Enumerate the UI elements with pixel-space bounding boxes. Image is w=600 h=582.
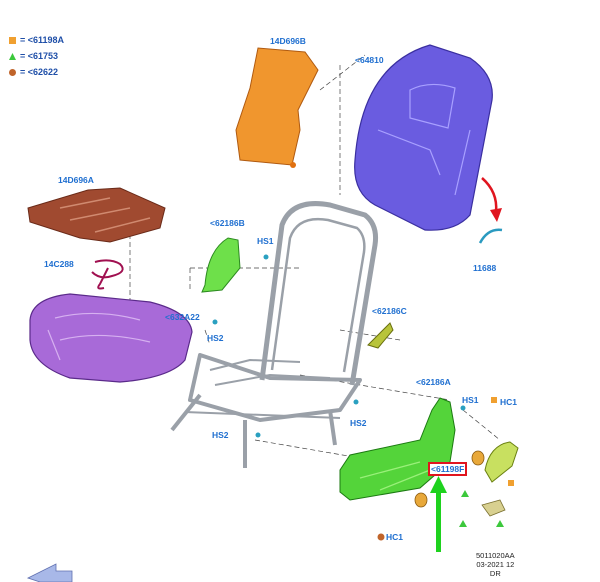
screw-marker <box>255 432 261 438</box>
screw-marker <box>460 405 466 411</box>
label-shield-b: <62186B <box>210 218 245 228</box>
label-clip: 11688 <box>473 263 497 273</box>
removal-arrow <box>481 177 498 213</box>
square-marker-icon <box>9 36 16 44</box>
backrest-pad <box>354 44 493 231</box>
cushion-heater-pattern <box>59 197 151 233</box>
label-wiring-harness: 14C288 <box>44 259 74 269</box>
back-heater-connector <box>290 162 296 168</box>
legend-row: = <61753 <box>8 48 64 64</box>
cushion-pad <box>29 293 193 383</box>
bezel-trim <box>481 499 506 517</box>
screw-marker <box>353 399 359 405</box>
triangle-marker <box>459 520 467 527</box>
screw-marker <box>263 254 269 260</box>
legend-text: = <61198A <box>20 35 65 45</box>
label-cushion-pad: <632A22 <box>165 312 200 322</box>
triangle-marker <box>496 520 504 527</box>
label-hc1-bottom: HC1 <box>386 532 404 542</box>
circle-marker-icon <box>9 68 16 76</box>
nav-arrow-icon <box>26 563 73 582</box>
document-reference: 5011020AA 03-2021 12 DR <box>476 551 515 578</box>
label-hs2-left: HS2 <box>207 333 224 343</box>
label-hs2-bottom: HS2 <box>212 430 229 440</box>
legend-row: = <61198A <box>8 32 64 48</box>
square-marker <box>508 480 514 486</box>
square-marker <box>491 397 497 403</box>
label-hs2-mid: HS2 <box>350 418 367 428</box>
legend: = <61198A = <61753 = <62622 <box>8 32 64 80</box>
legend-text: = <62622 <box>20 67 59 77</box>
side-trim <box>484 441 519 483</box>
label-hs1-top: HS1 <box>257 236 274 246</box>
label-shield-a: <62186A <box>416 377 451 387</box>
knob-upper <box>471 450 485 466</box>
doc-suffix: DR <box>489 569 501 578</box>
triangle-marker <box>461 490 469 497</box>
wiring-harness <box>91 259 124 290</box>
legend-text: = <61753 <box>20 51 59 61</box>
shield-a <box>339 397 456 501</box>
circle-marker <box>377 533 385 541</box>
doc-code: 5011020AA <box>476 551 515 560</box>
seat-frame <box>170 201 378 468</box>
indicator-arrow-shaft <box>436 490 441 552</box>
removal-arrow-head <box>490 208 502 222</box>
knob-lower <box>414 492 428 508</box>
label-shield-c: <62186C <box>372 306 407 316</box>
backrest-pad-detail <box>377 83 471 196</box>
shield-c <box>367 322 394 349</box>
doc-date: 03-2021 12 <box>476 560 515 569</box>
cushion-pad-detail <box>47 312 151 361</box>
label-cushion-heater: 14D696A <box>58 175 94 185</box>
back-heater-mat <box>235 47 319 166</box>
fastener-markers <box>212 254 514 541</box>
label-backrest-pad: <64810 <box>355 55 384 65</box>
shield-b <box>201 237 241 293</box>
highlighted-part-label: <61198F <box>428 462 468 476</box>
shield-a-detail <box>359 461 431 491</box>
legend-row: = <62622 <box>8 64 64 80</box>
label-hs1-right: HS1 <box>462 395 479 405</box>
triangle-marker-icon <box>9 52 16 60</box>
label-hc1-top: HC1 <box>500 397 518 407</box>
label-back-heater: 14D696B <box>270 36 306 46</box>
indicator-arrow-head <box>430 476 447 493</box>
screw-marker <box>212 319 218 325</box>
clip-part <box>478 228 503 244</box>
